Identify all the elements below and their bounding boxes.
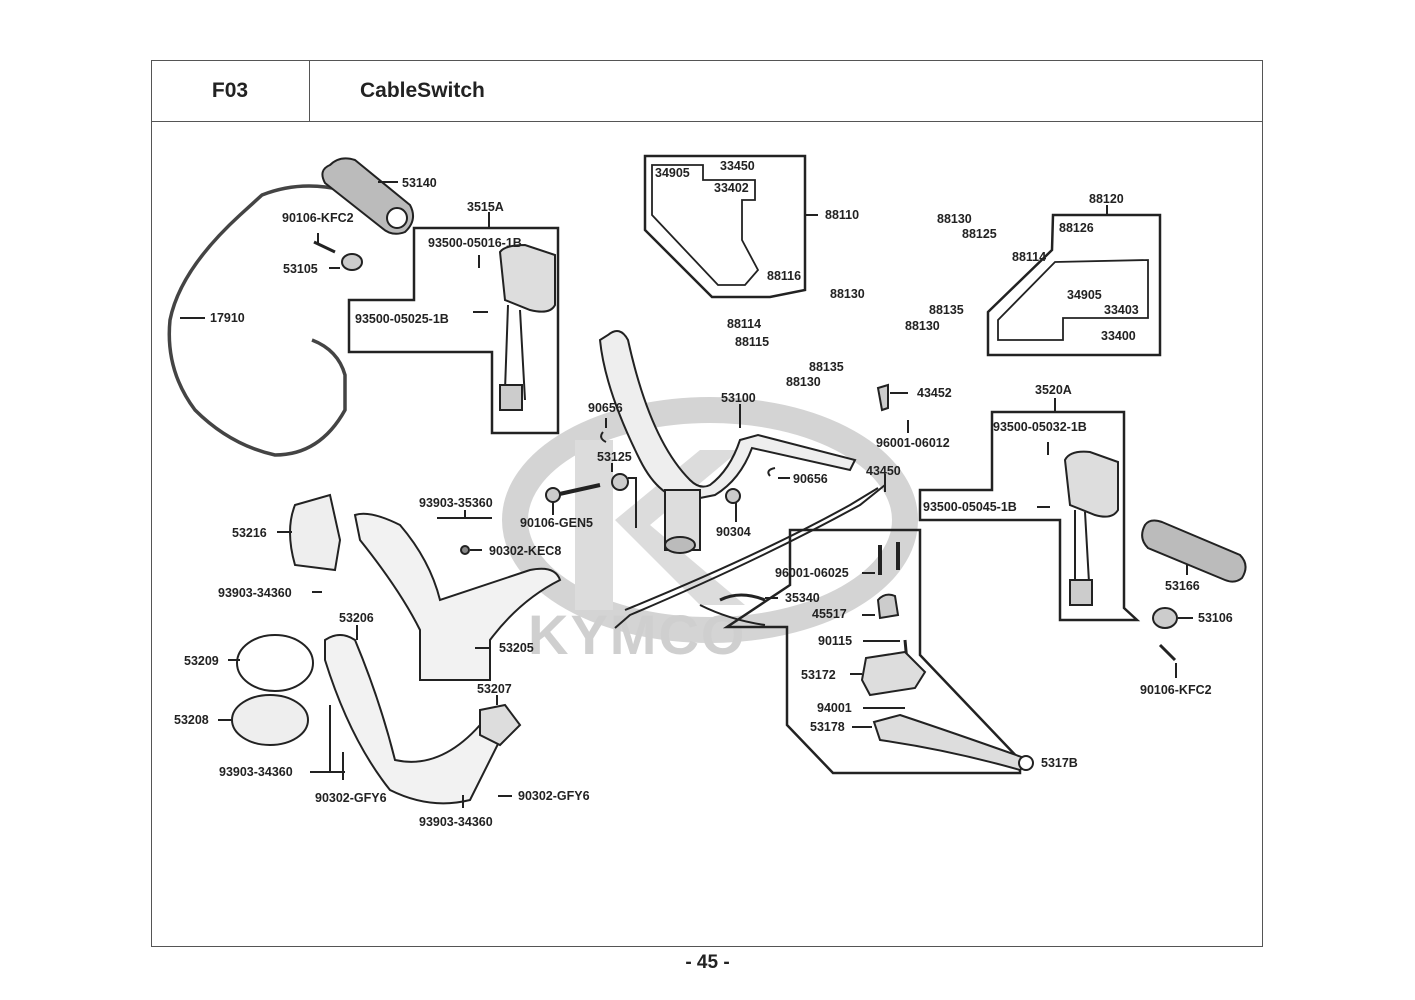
handlebar <box>598 330 857 502</box>
part-label-33450: 33450 <box>720 159 755 173</box>
part-label-93903-35360: 93903-35360 <box>419 496 493 510</box>
page-number: - 45 - <box>685 952 730 973</box>
part-label-33403: 33403 <box>1104 303 1139 317</box>
part-label-53125: 53125 <box>597 450 632 464</box>
part-label-90302-gfy6: 90302-GFY6 <box>518 789 590 803</box>
part-label-90656: 90656 <box>793 472 828 486</box>
part-label-88116: 88116 <box>767 269 802 283</box>
part-label-53208: 53208 <box>174 713 209 727</box>
group-outline-88120 <box>986 213 1162 357</box>
part-label-53209: 53209 <box>184 654 219 668</box>
part-label-93500-05032-1B: 93500-05032-1B <box>993 420 1087 434</box>
part-label-88114: 88114 <box>1012 250 1047 264</box>
part-label-88126: 88126 <box>1059 221 1094 235</box>
part-label-53205: 53205 <box>499 641 534 655</box>
part-label-33400: 33400 <box>1101 329 1136 343</box>
part-label-5317B: 5317B <box>1041 756 1078 770</box>
part-label-3520A: 3520A <box>1035 383 1072 397</box>
part-label-90656: 90656 <box>588 401 623 415</box>
part-label-88125: 88125 <box>962 227 997 241</box>
part-label-43452: 43452 <box>917 386 952 400</box>
part-label-88114: 88114 <box>727 317 762 331</box>
part-label-53166: 53166 <box>1165 579 1200 593</box>
part-label-88135: 88135 <box>929 303 964 317</box>
section-code: F03 <box>151 60 310 122</box>
part-label-88135: 88135 <box>809 360 844 374</box>
part-label-53172: 53172 <box>801 668 836 682</box>
part-label-88120: 88120 <box>1089 192 1124 206</box>
group-outline-5317B <box>722 528 1022 775</box>
part-label-35340: 35340 <box>785 591 820 605</box>
throttle-grip <box>321 157 415 235</box>
part-label-43450: 43450 <box>866 464 901 478</box>
part-label-88130: 88130 <box>786 375 821 389</box>
part-label-53216: 53216 <box>232 526 267 540</box>
part-label-88110: 88110 <box>825 208 860 222</box>
part-label-17910: 17910 <box>210 311 245 325</box>
part-label-90106-gen5: 90106-GEN5 <box>520 516 593 530</box>
part-label-90304: 90304 <box>716 525 751 539</box>
part-label-93500-05045-1B: 93500-05045-1B <box>923 500 1017 514</box>
part-label-90302-kec8: 90302-KEC8 <box>489 544 562 558</box>
throttle-cable <box>167 184 347 457</box>
part-label-88130: 88130 <box>830 287 865 301</box>
group-outline-3515A <box>347 226 560 435</box>
part-label-96001-06012: 96001-06012 <box>876 436 950 450</box>
part-label-88130: 88130 <box>937 212 972 226</box>
part-label-93500-05016-1B: 93500-05016-1B <box>428 236 522 250</box>
part-label-53206: 53206 <box>339 611 374 625</box>
part-label-93903-34360: 93903-34360 <box>218 586 292 600</box>
diagram-frame <box>151 60 1263 947</box>
part-label-53178: 53178 <box>810 720 845 734</box>
part-label-53207: 53207 <box>477 682 512 696</box>
part-label-34905: 34905 <box>655 166 690 180</box>
part-label-93903-34360: 93903-34360 <box>219 765 293 779</box>
group-outline-3520A <box>918 410 1141 622</box>
part-label-53100: 53100 <box>721 391 756 405</box>
part-label-90115: 90115 <box>818 634 853 648</box>
part-label-53140: 53140 <box>402 176 437 190</box>
part-label-93500-05025-1B: 93500-05025-1B <box>355 312 449 326</box>
watermark-text: KYMCO <box>528 603 747 666</box>
part-label-53106: 53106 <box>1198 611 1233 625</box>
part-label-94001: 94001 <box>817 701 852 715</box>
part-label-90106-kfc2: 90106-KFC2 <box>1140 683 1212 697</box>
diagram-title: CableSwitch <box>310 60 1263 122</box>
part-label-45517: 45517 <box>812 607 847 621</box>
part-label-88115: 88115 <box>735 335 770 349</box>
part-label-3515A: 3515A <box>467 200 504 214</box>
part-label-34905: 34905 <box>1067 288 1102 302</box>
part-label-96001-06025: 96001-06025 <box>775 566 849 580</box>
part-label-33402: 33402 <box>714 181 749 195</box>
part-label-90302-gfy6: 90302-GFY6 <box>315 791 387 805</box>
part-label-93903-34360: 93903-34360 <box>419 815 493 829</box>
group-outline-88110 <box>643 154 807 299</box>
part-label-90106-kfc2: 90106-KFC2 <box>282 211 354 225</box>
part-label-88130: 88130 <box>905 319 940 333</box>
part-label-53105: 53105 <box>283 262 318 276</box>
